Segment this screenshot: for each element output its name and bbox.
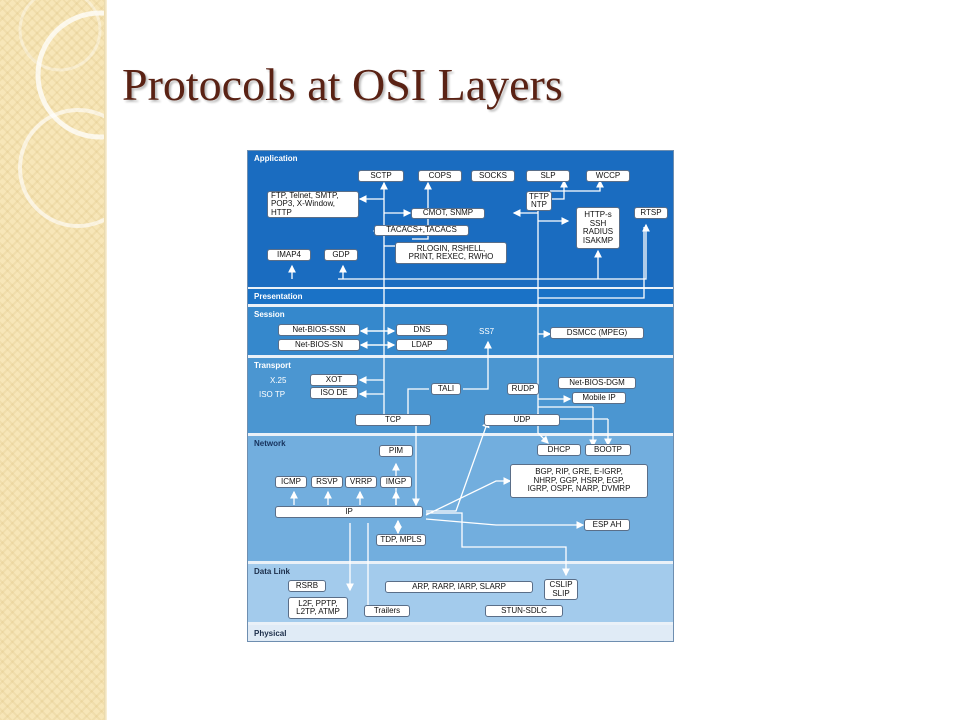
protocol-cmot-snmp: CMOT, SNMP — [411, 208, 485, 219]
session-label: Session — [254, 310, 285, 319]
protocol-https-ssh-group: HTTP-s SSH RADIUS ISAKMP — [576, 207, 620, 249]
protocol-dhcp: DHCP — [537, 444, 581, 456]
sidebar-edge — [104, 0, 107, 720]
protocol-esp-ah: ESP AH — [584, 519, 630, 531]
presentation-label: Presentation — [254, 292, 303, 301]
protocol-sctp: SCTP — [358, 170, 404, 182]
protocol-netbios-ssn: Net-BIOS-SSN — [278, 324, 360, 336]
protocol-arp-group: ARP, RARP, IARP, SLARP — [385, 581, 533, 593]
protocol-pim: PIM — [379, 445, 413, 457]
protocol-iso-tp: ISO TP — [259, 390, 286, 399]
protocol-ip: IP — [275, 506, 423, 518]
protocol-rsrb: RSRB — [288, 580, 326, 592]
protocol-vrrp: VRRP — [345, 476, 377, 488]
protocol-iso-de: ISO DE — [310, 387, 358, 399]
protocol-tacacs: TACACS+,TACACS — [374, 225, 469, 236]
protocol-x25: X.25 — [270, 376, 287, 385]
protocol-l2f-group: L2F, PPTP, L2TP, ATMP — [288, 597, 348, 619]
protocol-tali: TALI — [431, 383, 461, 395]
protocol-icmp: ICMP — [275, 476, 307, 488]
data-link-label: Data Link — [254, 567, 291, 576]
protocol-cslip-slip: CSLIP SLIP — [544, 579, 578, 600]
slide-title: Protocols at OSI Layers — [122, 59, 563, 110]
protocol-imap4: IMAP4 — [267, 249, 311, 261]
protocol-ss7: SS7 — [479, 327, 495, 336]
protocol-netbios-sn: Net-BIOS-SN — [278, 339, 360, 351]
protocol-rudp: RUDP — [507, 383, 539, 395]
protocol-ldap: LDAP — [396, 339, 448, 351]
presentation-band: Presentation — [248, 289, 673, 304]
protocol-mobile-ip: Mobile IP — [572, 392, 626, 404]
protocol-netbios-dgm: Net-BIOS-DGM — [558, 377, 636, 389]
transport-label: Transport — [254, 361, 291, 370]
protocol-dns: DNS — [396, 324, 448, 336]
protocol-stun-sdlc: STUN-SDLC — [485, 605, 563, 617]
protocol-gdp: GDP — [324, 249, 358, 261]
network-label: Network — [254, 439, 286, 448]
protocol-cops: COPS — [418, 170, 462, 182]
protocol-wccp: WCCP — [586, 170, 630, 182]
application-label: Application — [254, 154, 298, 163]
protocol-xot: XOT — [310, 374, 358, 386]
protocol-slp: SLP — [526, 170, 570, 182]
protocol-rlogin-group: RLOGIN, RSHELL, PRINT, REXEC, RWHO — [395, 242, 507, 264]
osi-protocol-diagram: Application Presentation Session Transpo… — [247, 150, 674, 642]
protocol-udp: UDP — [484, 414, 560, 426]
protocol-rtsp: RTSP — [634, 207, 668, 219]
protocol-routing-group: BGP, RIP, GRE, E-IGRP, NHRP, GGP, HSRP, … — [510, 464, 648, 498]
physical-band: Physical — [248, 625, 673, 641]
protocol-tdp-mpls: TDP, MPLS — [376, 534, 426, 546]
protocol-socks: SOCKS — [471, 170, 515, 182]
protocol-dsmcc: DSMCC (MPEG) — [550, 327, 644, 339]
protocol-tcp: TCP — [355, 414, 431, 426]
protocol-tftp-ntp: TFTP NTP — [526, 191, 552, 211]
decorative-sidebar — [0, 0, 165, 720]
protocol-bootp: BOOTP — [585, 444, 631, 456]
protocol-rsvp: RSVP — [311, 476, 343, 488]
physical-label: Physical — [254, 629, 287, 638]
protocol-ftp-telnet-group: FTP, Telnet, SMTP, POP3, X-Window, HTTP — [267, 191, 359, 218]
protocol-trailers: Trailers — [364, 605, 410, 617]
decorative-circles — [18, 0, 165, 228]
protocol-imgp: IMGP — [380, 476, 412, 488]
